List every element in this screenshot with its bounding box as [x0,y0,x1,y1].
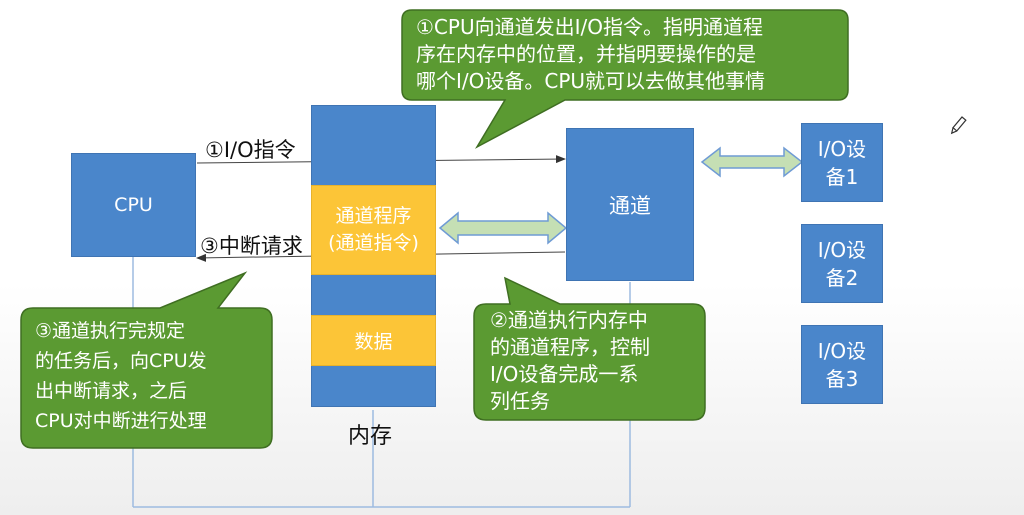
io-device-2: I/O设 备2 [801,224,883,303]
callout-step2-line4: 列任务 [490,389,550,413]
io-device-3: I/O设 备3 [801,325,883,404]
io-device-1-line2: 备1 [825,164,859,189]
channel-label: 通道 [609,193,651,218]
io-device-3-line2: 备3 [825,366,859,391]
cpu-box: CPU [71,153,196,257]
callout-step3-line1: ③通道执行完规定 [35,320,186,342]
io-instruction-label: ①I/O指令 [205,138,296,162]
channel-program-label: 通道程序 [335,205,412,227]
callout-step3-line4: CPU对中断进行处理 [35,410,207,432]
callout-step1-line1: ①CPU向通道发出I/O指令。指明通道程 [416,15,763,39]
io-device-2-line1: I/O设 [817,237,867,262]
callout-step1-line2: 序在内存中的位置，并指明要操作的是 [416,42,756,66]
callout-step2-line3: I/O设备完成一系 [490,362,639,386]
callout-step3-bubble [20,271,273,449]
pencil-icon[interactable] [950,116,967,135]
interrupt-request-label: ③中断请求 [200,234,303,258]
callout-step3-line3: 出中断请求，之后 [35,380,188,402]
callout-step3-line2: 的任务后，向CPU发 [35,350,207,372]
data-block: 数据 [311,315,436,366]
channel-device-double-arrow [700,146,804,178]
callout-step3-text: ③通道执行完规定 的任务后，向CPU发 出中断请求，之后 CPU对中断进行处理 [35,316,271,436]
callout-step2-bubble [473,276,706,421]
memory-channel-double-arrow [438,211,568,245]
callout-step2-line1: ②通道执行内存中 [490,308,648,332]
channel-instruction-label: (通道指令) [328,232,419,254]
data-label: 数据 [354,331,393,353]
memory-caption: 内存 [348,424,393,449]
callout-step1-bubble [401,9,849,149]
io-device-1-line1: I/O设 [817,136,867,161]
callout-step2-line2: 的通道程序，控制 [490,335,650,359]
callout-step2-text: ②通道执行内存中 的通道程序，控制 I/O设备完成一系 列任务 [490,307,702,415]
io-device-1: I/O设 备1 [801,123,883,202]
callout-step1-text: ①CPU向通道发出I/O指令。指明通道程 序在内存中的位置，并指明要操作的是 哪… [416,14,846,95]
io-device-3-line1: I/O设 [817,338,867,363]
cpu-label: CPU [114,194,153,216]
callout-step1-line3: 哪个I/O设备。CPU就可以去做其他事情 [416,69,766,93]
channel-program-block: 通道程序 (通道指令) [311,185,436,275]
channel-box: 通道 [566,128,694,281]
io-device-2-line2: 备2 [825,265,859,290]
